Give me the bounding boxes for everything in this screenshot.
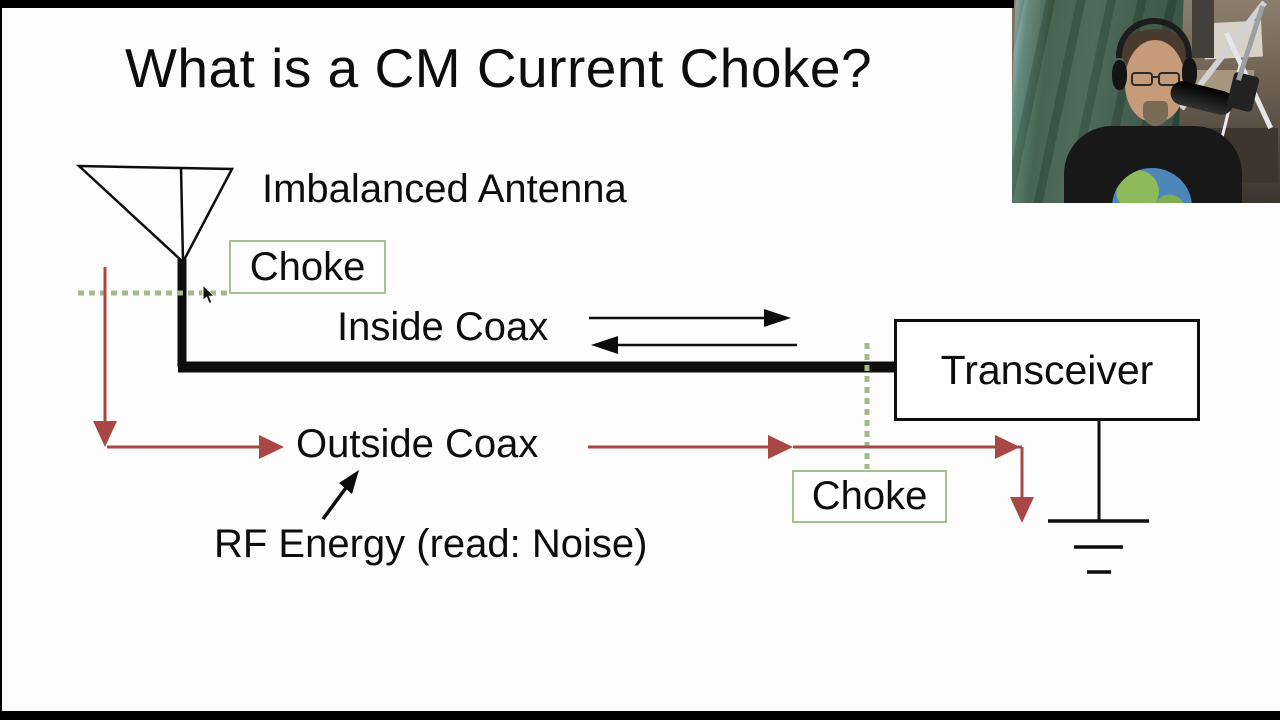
slide-title: What is a CM Current Choke?: [125, 37, 873, 99]
choke-box-transceiver: Choke: [792, 470, 947, 523]
presenter-glasses: [1131, 72, 1153, 86]
left-edge-border: [0, 0, 2, 720]
choke-box-antenna: Choke: [229, 240, 386, 294]
headphone-earcup: [1112, 60, 1127, 90]
webcam-overlay: [1012, 0, 1280, 203]
rf-energy-arrow: [321, 470, 359, 521]
rf-energy-label: RF Energy (read: Noise): [214, 522, 648, 566]
headphone-earcup: [1182, 58, 1197, 88]
letterbox-bottom: [0, 711, 1280, 720]
presenter-glasses: [1152, 76, 1159, 78]
cm-current-path-red-arrows: [93, 267, 1034, 523]
inside-coax-arrows: [589, 309, 797, 354]
presenter-goatee: [1143, 101, 1168, 126]
letterbox-top: [0, 0, 1014, 8]
presenter-glasses: [1158, 72, 1180, 86]
mouse-cursor-icon: [202, 284, 216, 305]
coax-line: [177, 259, 897, 373]
choke-box-transceiver-label: Choke: [811, 474, 928, 518]
transceiver-label: Transceiver: [940, 346, 1154, 393]
background-object: [1192, 0, 1214, 58]
imbalanced-antenna-label: Imbalanced Antenna: [262, 167, 627, 211]
choke-box-antenna-label: Choke: [249, 244, 366, 289]
outside-coax-label: Outside Coax: [296, 422, 539, 466]
inside-coax-label: Inside Coax: [337, 305, 549, 349]
ground-symbol: [1048, 519, 1149, 574]
antenna-symbol: [75, 164, 235, 265]
transceiver-box: Transceiver: [894, 319, 1200, 421]
